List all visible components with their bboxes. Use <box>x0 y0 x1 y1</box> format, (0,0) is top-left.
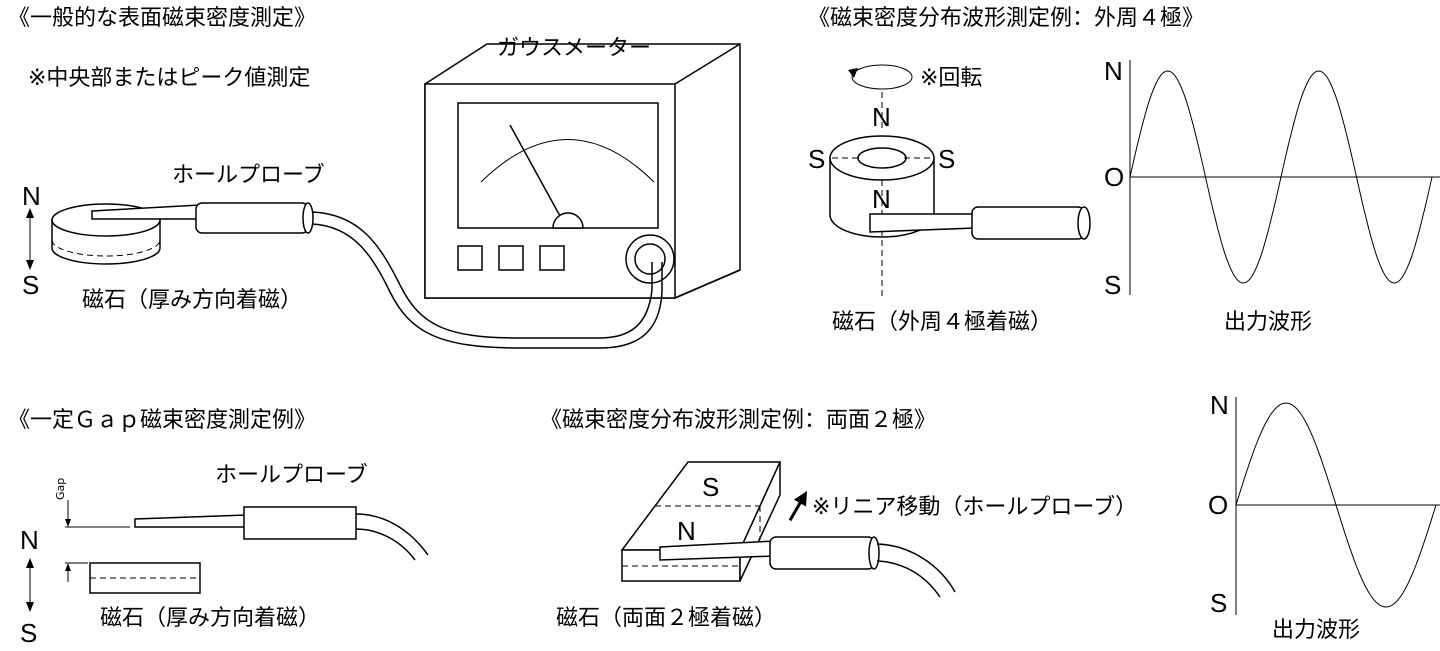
meter-scale <box>480 139 655 183</box>
pole-arrow-1 <box>26 208 34 270</box>
label-wave-1: 出力波形 <box>1224 310 1313 335</box>
wave2-axis-zero: O <box>1208 490 1229 520</box>
wave1-axis-n: N <box>1104 56 1123 86</box>
meter-button-1 <box>457 245 483 271</box>
meter-display <box>457 102 659 229</box>
label-magnet-gap: 磁石（厚み方向着磁） <box>100 606 321 631</box>
wave2-axis-n: N <box>1210 390 1229 420</box>
label-wave-2: 出力波形 <box>1272 618 1361 643</box>
pole-s-gap: S <box>20 618 38 648</box>
rotation-arrow <box>848 64 913 90</box>
gap-probe <box>134 506 429 561</box>
move-arrow <box>788 490 807 522</box>
heading-surface: 《一般的な表面磁束密度測定》 <box>8 6 317 31</box>
gauss-meter <box>424 43 741 299</box>
label-hall-probe-gap: ホールプローブ <box>215 463 368 488</box>
meter-needle <box>509 124 561 217</box>
pole-s-1: S <box>22 270 40 300</box>
waveform-1 <box>1129 60 1440 295</box>
probe-cable <box>311 211 663 349</box>
note-center-peak: ※中央部またはピーク値測定 <box>28 66 311 91</box>
note-linear-move: ※リニア移動（ホールプローブ） <box>812 495 1138 520</box>
label-hall-probe-1: ホールプローブ <box>172 163 325 188</box>
label-magnet-twoface: 磁石（両面２極着磁） <box>556 606 777 631</box>
meter-connector <box>625 234 675 284</box>
pole-n-1: N <box>22 181 41 211</box>
meter-button-3 <box>539 245 565 271</box>
gap-dimension <box>65 500 130 582</box>
pole-n-gap: N <box>20 525 39 555</box>
waveform-2 <box>1235 397 1440 615</box>
hall-probe-2 <box>869 206 1091 240</box>
hall-probe-3 <box>659 536 956 598</box>
gap-magnet <box>89 562 201 594</box>
ring-pole-right: S <box>938 144 956 174</box>
ring-pole-top: N <box>872 102 891 132</box>
label-magnet-1: 磁石（厚み方向着磁） <box>82 288 303 313</box>
hall-probe-1 <box>91 202 314 234</box>
ring-pole-front: N <box>872 184 891 214</box>
label-gap: Gap <box>54 477 67 500</box>
heading-outer4: 《磁束密度分布波形測定例：外周４極》 <box>808 6 1205 31</box>
wave2-axis-s: S <box>1210 588 1228 618</box>
plate-pole-n: N <box>677 516 696 546</box>
label-magnet-2: 磁石（外周４極着磁） <box>832 310 1053 335</box>
ring-pole-left: S <box>808 144 826 174</box>
plate-pole-s: S <box>702 472 720 502</box>
wave1-axis-zero: O <box>1104 162 1125 192</box>
pole-arrow-2 <box>26 558 34 612</box>
note-rotate: ※回転 <box>920 66 983 91</box>
label-gauss-meter: ガウスメーター <box>497 36 652 61</box>
meter-button-2 <box>498 245 524 271</box>
wave1-axis-s: S <box>1104 270 1122 300</box>
plate-magnet <box>620 461 782 582</box>
heading-gap: 《一定Ｇａｐ磁束密度測定例》 <box>8 408 317 433</box>
heading-twoface: 《磁束密度分布波形測定例：両面２極》 <box>540 408 937 433</box>
